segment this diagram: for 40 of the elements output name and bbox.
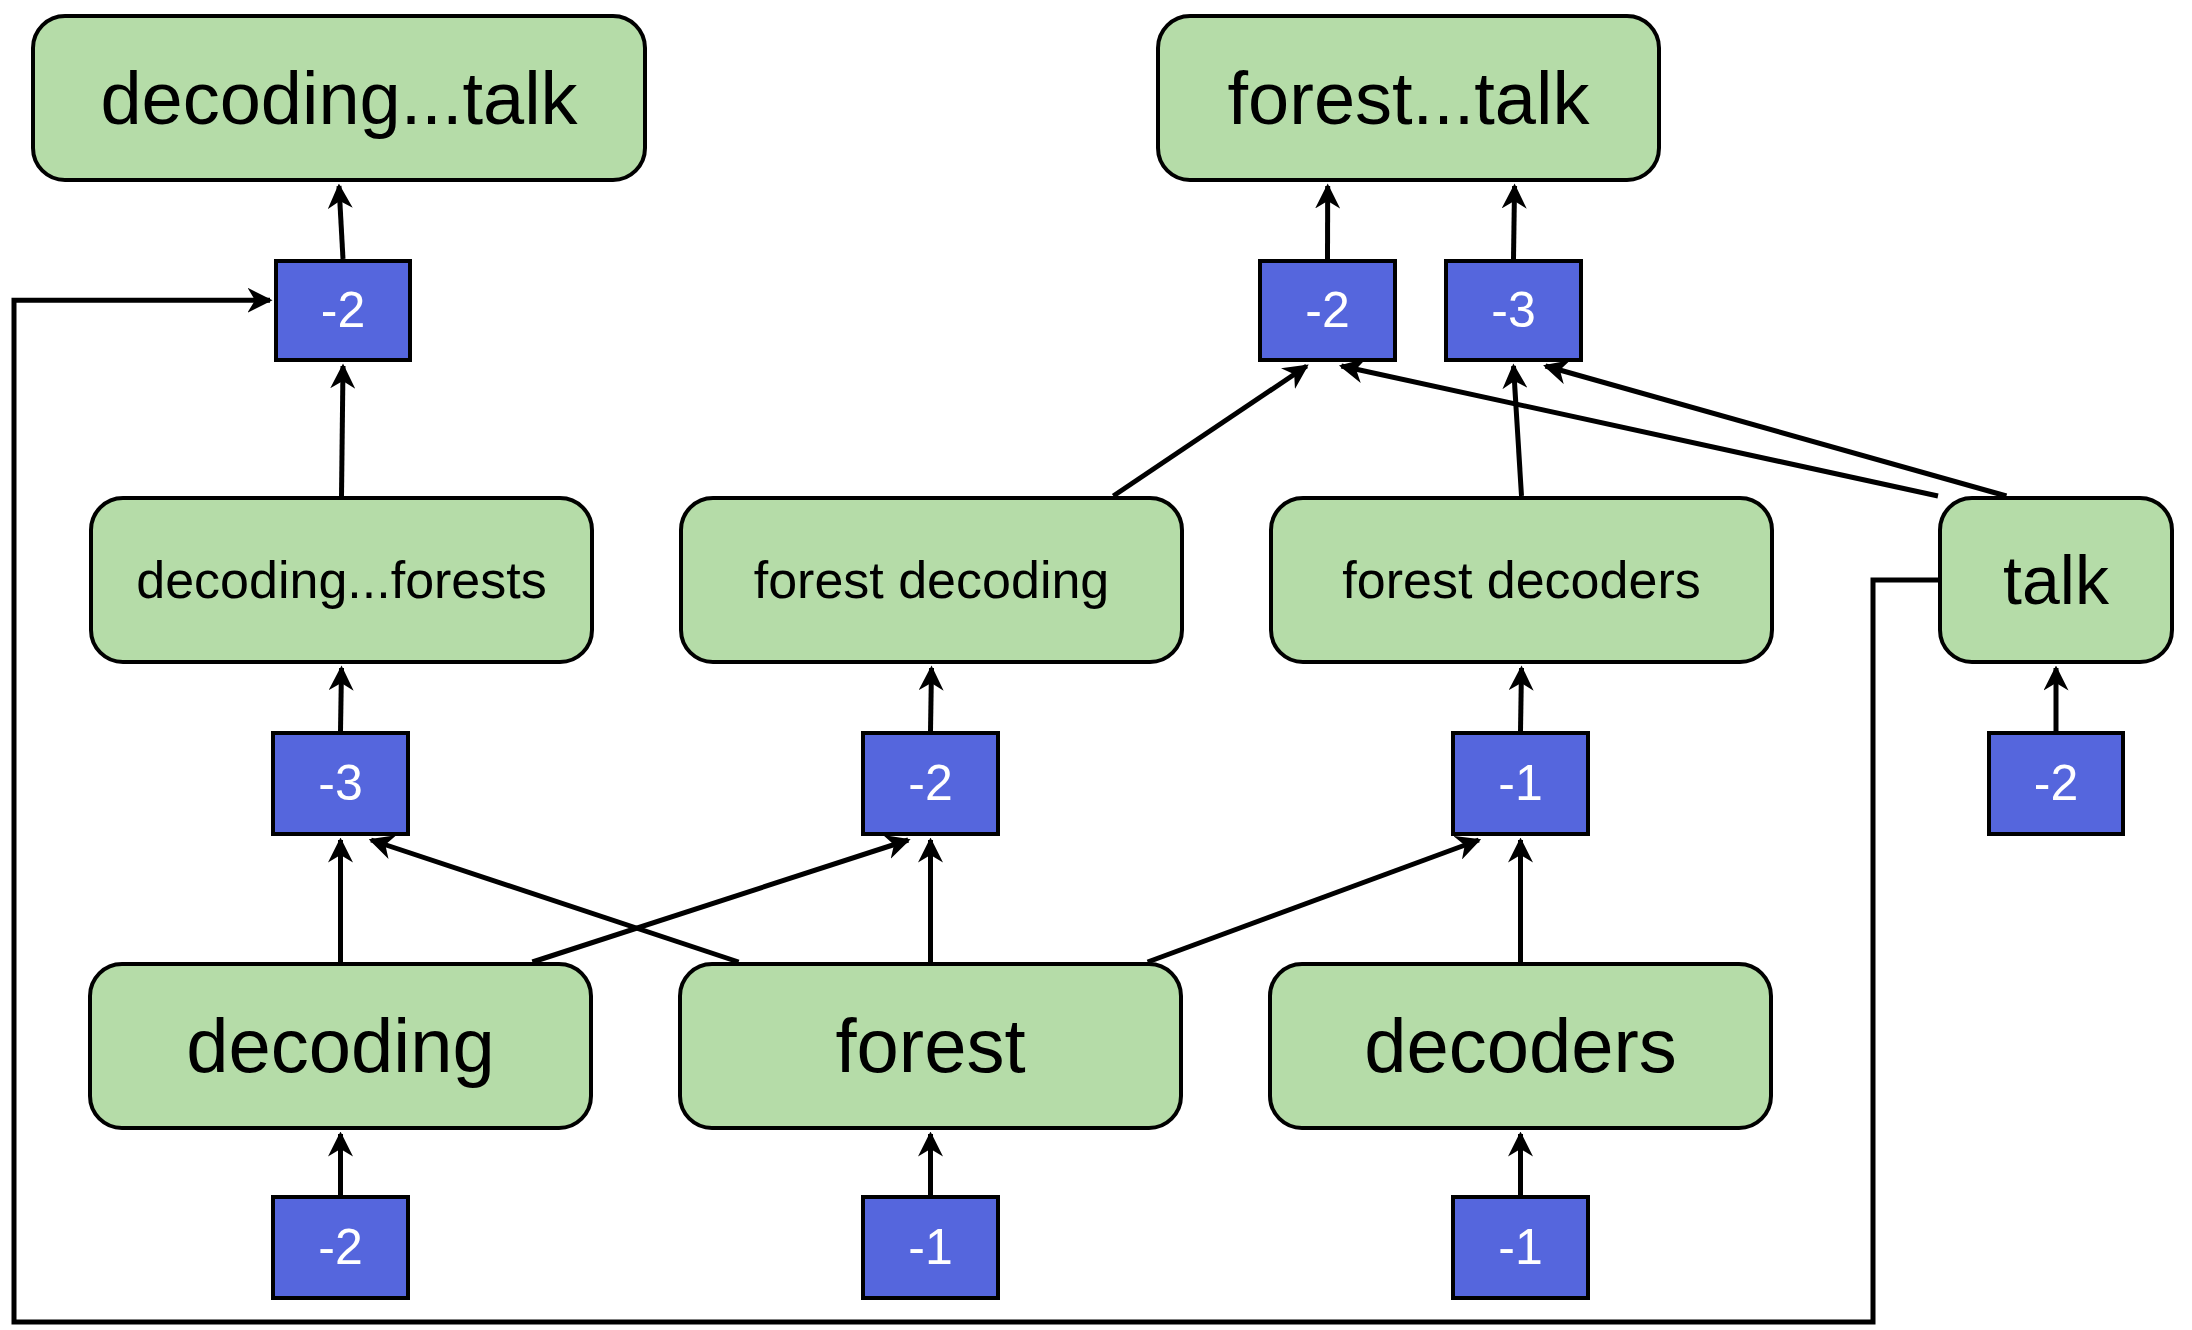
score-box: -2	[271, 1195, 410, 1300]
arrow	[1315, 183, 1341, 259]
arrow	[1501, 183, 1527, 260]
arrow	[918, 665, 944, 732]
arrow	[328, 837, 353, 962]
arrow	[531, 835, 911, 965]
phrase-box: decoders	[1268, 962, 1773, 1130]
arrow	[1508, 1131, 1533, 1195]
arrow	[368, 835, 740, 965]
arrow	[330, 363, 356, 497]
phrase-box: decoding...forests	[89, 496, 594, 664]
arrow	[1146, 836, 1482, 965]
arrow	[1508, 837, 1533, 962]
arrow	[327, 183, 353, 260]
arrow	[918, 1131, 943, 1195]
phrase-box: talk	[1938, 496, 2174, 664]
arrow	[11, 287, 1938, 1325]
score-box: -2	[861, 731, 1000, 836]
arrow	[918, 837, 943, 962]
phrase-box: decoding	[88, 962, 593, 1130]
arrow	[328, 665, 354, 732]
phrase-box: forest decoding	[679, 496, 1184, 664]
arrow	[1543, 360, 2008, 499]
score-box: -2	[1258, 259, 1397, 362]
phrase-box: forest...talk	[1156, 14, 1661, 182]
arrow	[328, 1131, 353, 1195]
score-box: -2	[1987, 731, 2125, 836]
phrase-box: forest decoders	[1269, 496, 1774, 664]
arrow	[1502, 363, 1528, 497]
score-box: -1	[1451, 731, 1590, 836]
phrase-box: forest	[678, 962, 1183, 1130]
score-box: -2	[274, 259, 412, 362]
score-box: -3	[1444, 259, 1583, 362]
arrow	[1111, 363, 1309, 499]
arrow	[2043, 665, 2069, 731]
score-box: -1	[1451, 1195, 1590, 1300]
score-box: -1	[861, 1195, 1000, 1300]
arrow	[1508, 665, 1534, 732]
phrase-box: decoding...talk	[31, 14, 647, 182]
score-box: -3	[271, 731, 410, 836]
